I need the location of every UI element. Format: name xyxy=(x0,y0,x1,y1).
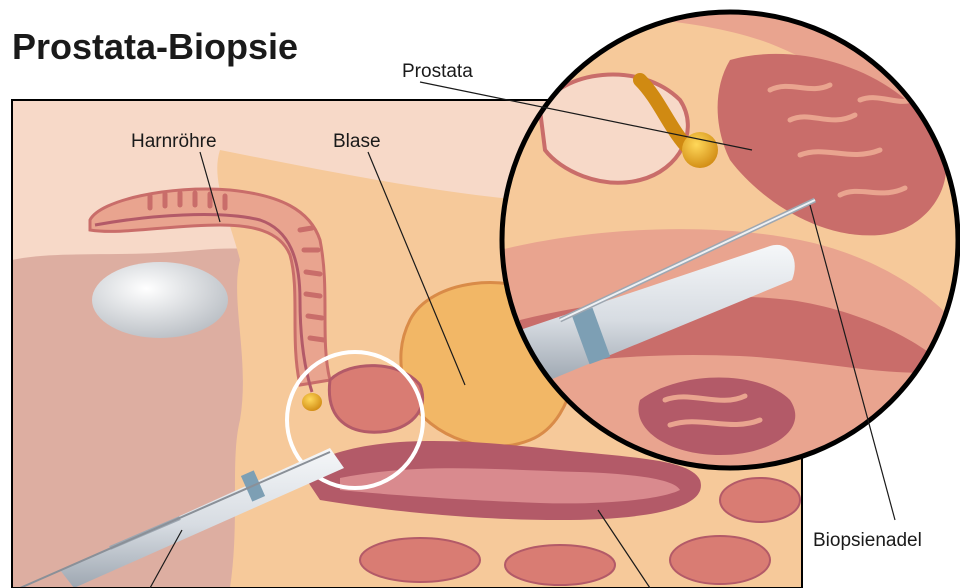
label-blase: Blase xyxy=(333,131,381,152)
label-biopsienadel: Biopsienadel xyxy=(813,530,922,551)
zoom-gland xyxy=(682,132,718,168)
label-prostata: Prostata xyxy=(402,61,473,82)
label-harnroehre: Harnröhre xyxy=(131,131,217,152)
pubic-bone xyxy=(92,262,228,338)
seminal-gland-small xyxy=(302,393,322,411)
